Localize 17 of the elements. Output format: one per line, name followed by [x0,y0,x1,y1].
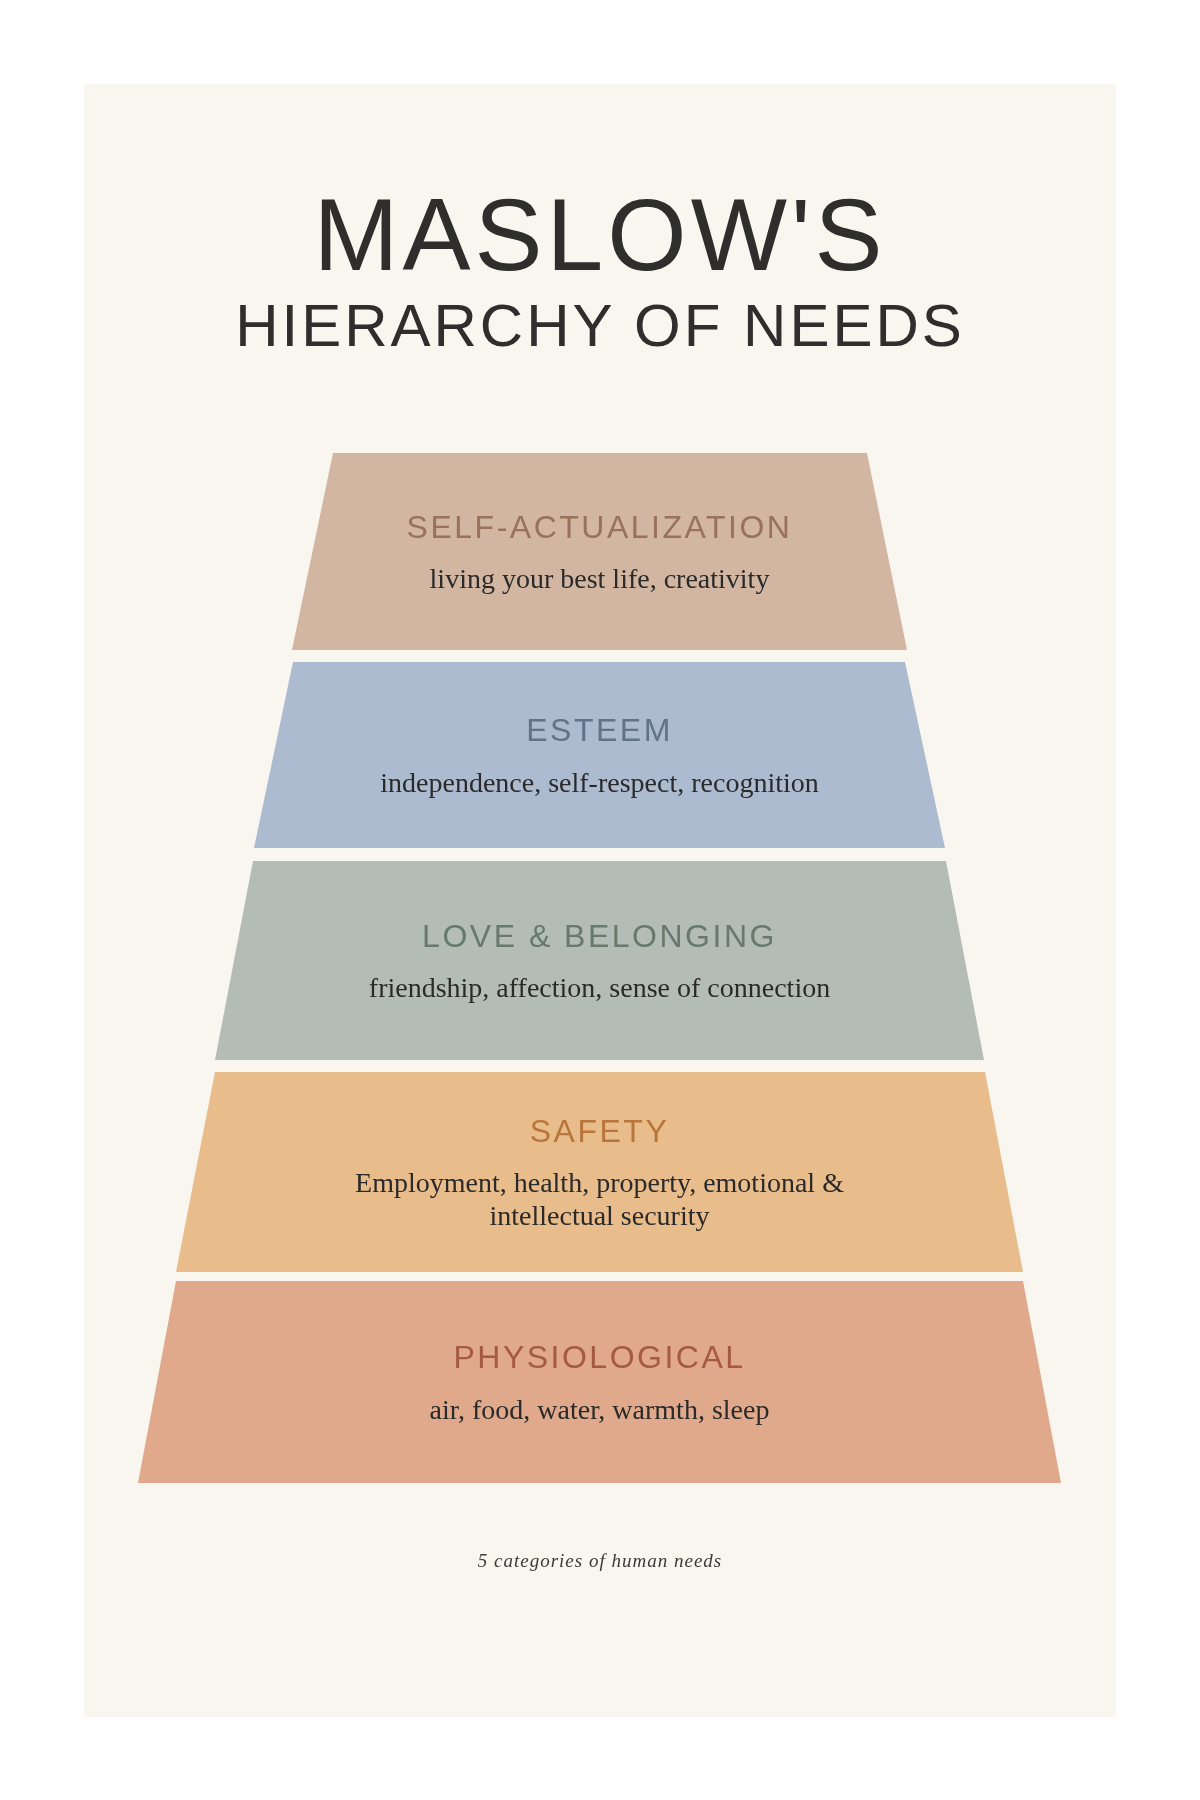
pyramid-tier [138,1281,1061,1483]
caption: 5 categories of human needs [476,1550,724,1572]
tier-description: independence, self-respect, recognition [380,765,819,799]
diagram-title: MASLOW'S HIERARCHY OF NEEDS [234,178,966,360]
tier-heading: PHYSIOLOGICAL [453,1338,746,1377]
pyramid-tier [215,861,984,1060]
tier-heading: ESTEEM [526,711,673,750]
tier-description: air, food, water, warmth, sleep [429,1392,770,1426]
pyramid-tier [292,453,907,650]
pyramid-tier [254,662,945,848]
pyramid-tier [176,1072,1023,1272]
tier-heading: LOVE & BELONGING [422,916,777,956]
tier-heading: SELF-ACTUALIZATION [406,507,793,547]
tier-description: Employment, health, property, emotional & intellectual security [354,1166,845,1233]
tier-description: living your best life, creativity [429,562,770,596]
tier-description: friendship, affection, sense of connection [368,971,831,1005]
tier-heading: SAFETY [529,1111,670,1151]
